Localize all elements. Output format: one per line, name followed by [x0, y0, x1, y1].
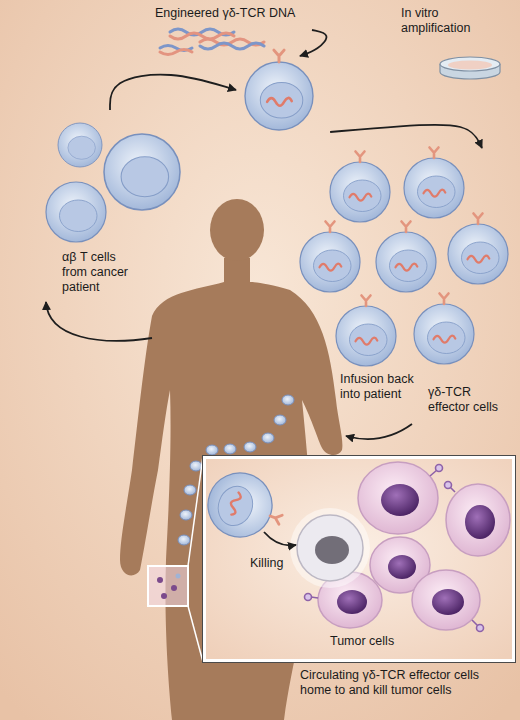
inset-scene: [199, 464, 292, 550]
patient-t-cells: [104, 134, 180, 210]
tumor-cell: [412, 570, 480, 630]
dna-strands: [170, 33, 234, 39]
process-arrows: [46, 302, 152, 341]
dna-strands: [200, 43, 264, 49]
petri-dish: [448, 61, 492, 70]
tumor-antigen: [305, 465, 484, 632]
transduced-cell: [245, 50, 313, 130]
effector-cells: [300, 222, 360, 293]
tumor-cell: [388, 555, 416, 579]
effector-cells: [414, 294, 474, 365]
cell-label: Tumor cells: [330, 634, 394, 649]
circulating-cells: [190, 461, 202, 471]
tumor-cell: [465, 505, 495, 539]
cell-label: γδ-TCR effector cells: [428, 385, 508, 415]
circulating-cells: [274, 415, 286, 425]
connectors: [110, 30, 482, 148]
t-cell-group: αβ T cells from cancer patient: [22, 110, 182, 305]
effector-cells: [448, 214, 508, 285]
transduced-cell-group: In vitro amplification: [236, 56, 508, 132]
effector-cells: [336, 296, 396, 367]
dna-strands: [160, 29, 264, 55]
tumor-antigen: [477, 625, 484, 632]
transduced-cell: [245, 50, 313, 130]
cell-label: Killing: [250, 556, 283, 571]
inset-panel: KillingTumor cells: [203, 456, 515, 662]
tumor-antigen: [436, 465, 443, 472]
zoom-marker: [171, 585, 177, 591]
tumor-cell: [337, 590, 367, 614]
patient-t-cells: [46, 182, 106, 242]
tumor-cell: [412, 570, 480, 630]
tumor-cell: [446, 484, 510, 556]
petri-dish: [440, 57, 500, 79]
zoom-marker: [188, 606, 203, 662]
step-label: Infusion back into patient: [340, 372, 420, 402]
circulating-cells: [184, 485, 196, 495]
effector-cells: [330, 152, 390, 223]
circulating-cells: [262, 433, 274, 443]
killing-arrow: [264, 532, 296, 545]
circulating-cells: [178, 535, 190, 545]
zoom-marker: [157, 577, 163, 583]
tumor-antigen: [445, 482, 452, 489]
effector-cells: [404, 148, 464, 219]
circulating-cells: [244, 442, 256, 452]
zoom-marker: [161, 593, 167, 599]
cell-label: αβ T cells from cancer patient: [62, 250, 144, 295]
effector-cells: [376, 222, 436, 293]
inset-scene: [199, 456, 515, 662]
tumor-cell: [381, 484, 419, 516]
effector-cell-group: γδ-TCR effector cells: [296, 148, 510, 368]
dying-cell: [290, 508, 370, 588]
tumor-cell: [358, 462, 438, 534]
zoom-marker: [148, 456, 203, 662]
patient-t-cells: [46, 123, 180, 242]
zoom-marker: [176, 574, 181, 579]
tumor-antigen: [305, 594, 312, 601]
patient-t-cells: [58, 123, 102, 167]
zoom-marker: [148, 566, 188, 606]
effector-cells: [300, 148, 508, 367]
process-arrows: [346, 424, 412, 439]
cell-label: In vitro amplification: [401, 6, 501, 36]
zoom-marker: [188, 456, 203, 566]
patient-silhouette: [210, 199, 264, 261]
process-arrows: [46, 302, 412, 439]
circulating-cells: [206, 445, 218, 455]
petri-dish: [440, 57, 500, 71]
tumor-cell: [432, 589, 464, 615]
tumor-cell: [358, 462, 438, 534]
cell-label: Engineered γδ-TCR DNA: [155, 6, 295, 21]
tumor-cell: [446, 484, 510, 556]
dying-cell: [297, 515, 363, 581]
dna-group: Engineered γδ-TCR DNA: [150, 4, 312, 54]
circulating-cells: [224, 444, 236, 454]
circulating-cells: [180, 510, 192, 520]
circulating-cells: [282, 395, 294, 405]
flow-arrow: [300, 30, 327, 56]
flow-arrow: [330, 125, 482, 148]
figure-caption: Circulating γδ-TCR effector cells home t…: [300, 668, 512, 698]
dying-cell: [290, 508, 370, 588]
dying-cell: [315, 536, 349, 564]
flow-arrow: [110, 75, 236, 110]
dna-strands: [160, 50, 192, 55]
